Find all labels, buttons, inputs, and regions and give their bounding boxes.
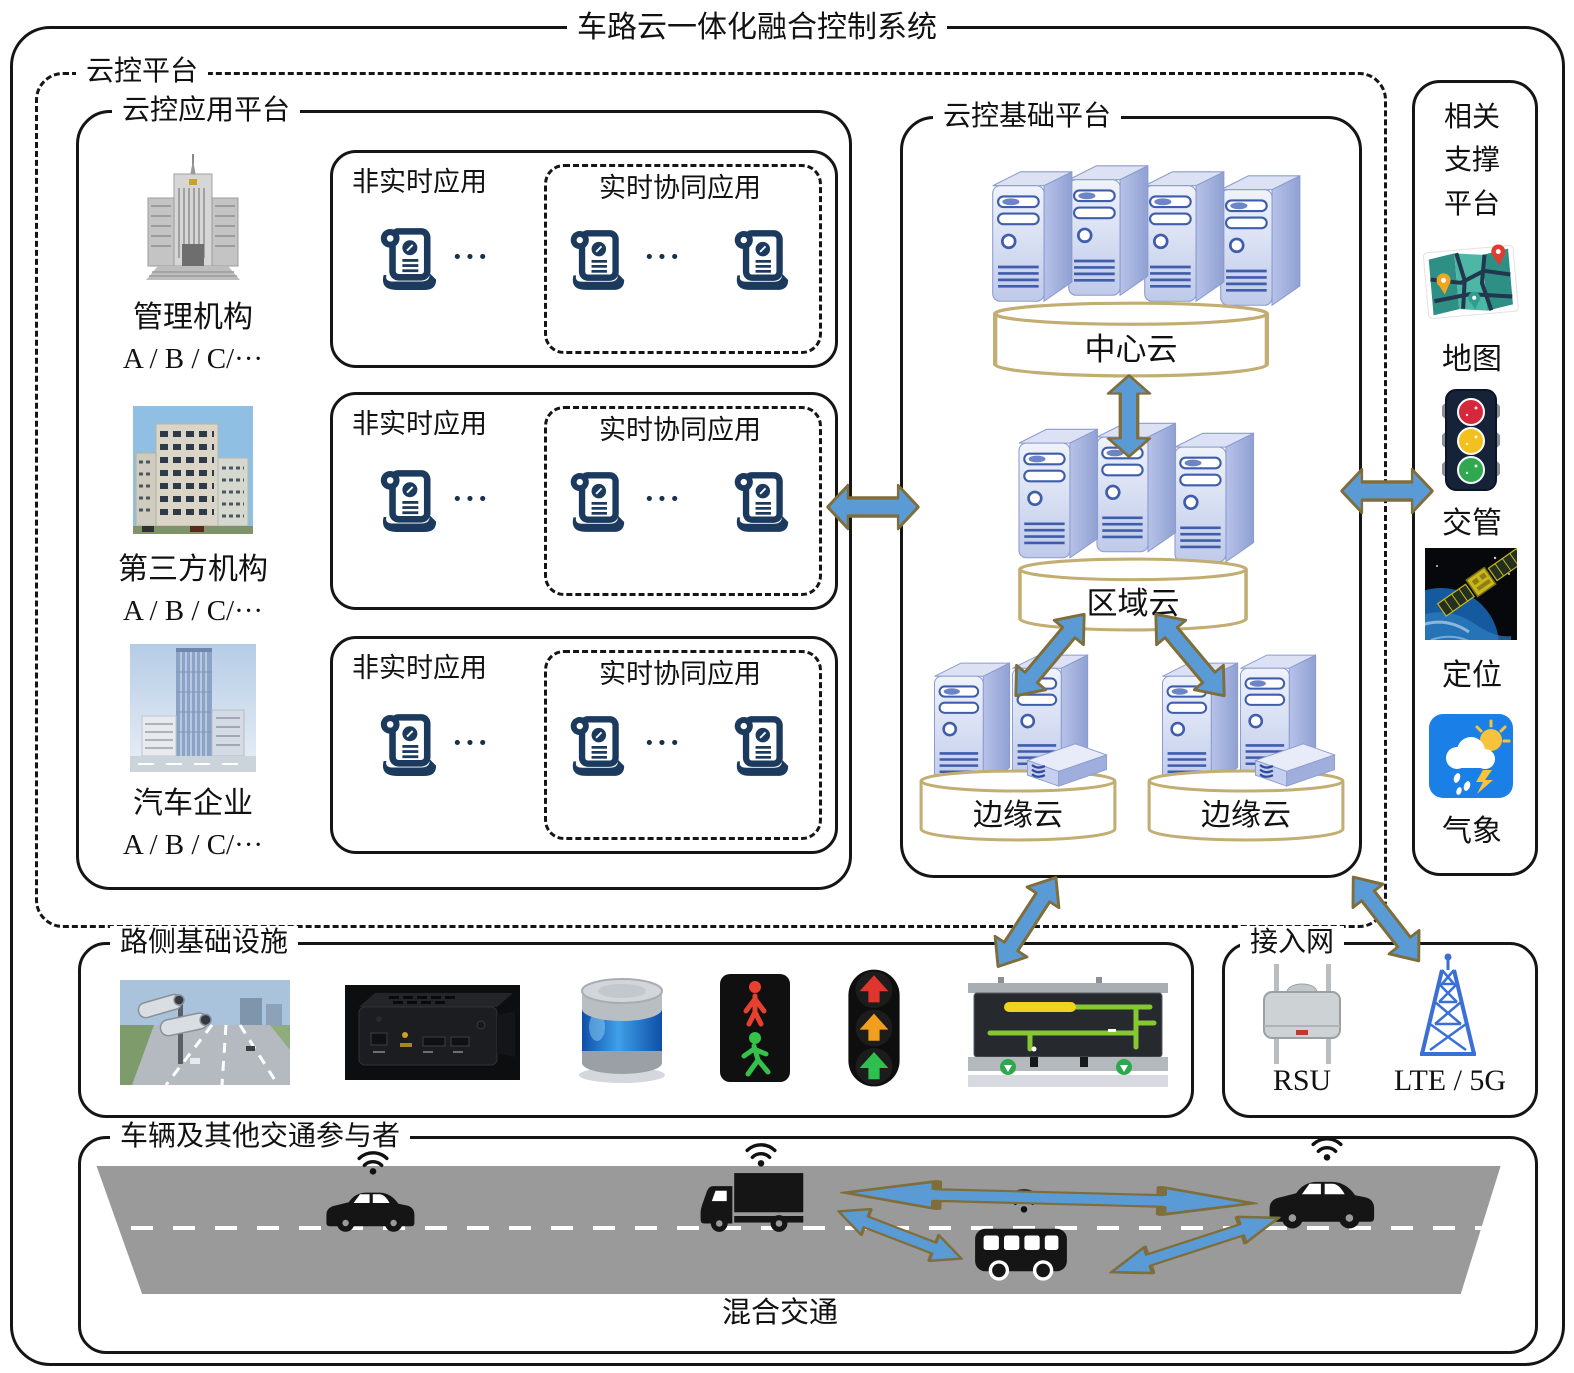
app-scroll-icon — [568, 470, 626, 534]
wifi-icon — [1311, 1137, 1343, 1162]
org-name: 第三方机构 — [118, 553, 268, 586]
realtime-group-box — [544, 164, 822, 354]
base-support-arrow — [1340, 466, 1434, 516]
thirdparty-building-photo — [133, 406, 253, 534]
weather-icon — [1429, 714, 1513, 798]
positioning-label: 定位 — [1442, 659, 1502, 692]
org-suffix: A / B / C/··· — [122, 343, 264, 375]
auto-enterprise-building-photo — [130, 644, 256, 772]
ellipsis: ··· — [644, 238, 683, 274]
roadside-label: 路侧基础设施 — [110, 926, 299, 960]
ellipsis: ··· — [644, 724, 683, 760]
traffic-mgmt-label: 交管 — [1442, 507, 1502, 540]
wifi-icon — [357, 1151, 389, 1176]
org-suffix: A / B / C/··· — [122, 829, 264, 861]
realtime-group-box — [544, 650, 822, 840]
app-scroll-icon — [732, 228, 790, 292]
server-cluster-icon — [991, 164, 1302, 307]
satellite-icon — [1425, 548, 1517, 640]
vehicles-label: 车辆及其他交通参与者 — [110, 1120, 411, 1154]
app-scroll-icon — [732, 470, 790, 534]
roadside-camera-photo — [120, 980, 290, 1085]
ellipsis: ··· — [452, 724, 491, 760]
ellipsis: ··· — [452, 480, 491, 516]
realtime-label: 实时协同应用 — [599, 659, 761, 689]
center-cloud-cylinder — [993, 301, 1269, 378]
non-realtime-label: 非实时应用 — [352, 653, 487, 683]
guidance-board-icon — [968, 977, 1168, 1087]
org-suffix: A / B / C/··· — [122, 595, 264, 627]
arrow-signal-icon — [848, 969, 900, 1087]
government-building-photo — [118, 146, 268, 296]
cell-tower-icon — [1420, 953, 1476, 1056]
edge-compute-device-photo — [345, 985, 520, 1080]
non-realtime-label: 非实时应用 — [352, 167, 487, 197]
realtime-label: 实时协同应用 — [599, 173, 761, 203]
edge-router-icon — [1026, 742, 1108, 788]
org-name: 汽车企业 — [133, 787, 253, 820]
realtime-group-box — [544, 406, 822, 596]
traffic-light-icon — [1442, 389, 1500, 491]
page-title: 车路云一体化融合控制系统 — [567, 10, 947, 46]
app-base-arrow — [826, 482, 920, 532]
ellipsis: ··· — [644, 480, 683, 516]
rsu-icon — [1263, 964, 1341, 1064]
edge-cloud-label: 边缘云 — [1201, 799, 1291, 832]
center-cloud-label: 中心云 — [1084, 332, 1178, 367]
app-scroll-icon — [732, 714, 790, 778]
app-scroll-icon — [378, 226, 438, 292]
rsu-label: RSU — [1272, 1064, 1332, 1097]
truck-icon — [700, 1173, 804, 1232]
app-scroll-icon — [378, 712, 438, 778]
bus-icon — [975, 1228, 1067, 1281]
app-platform-label: 云控应用平台 — [112, 94, 301, 128]
realtime-label: 实时协同应用 — [599, 415, 761, 445]
org-name: 管理机构 — [133, 301, 253, 334]
pedestrian-signal-icon — [720, 974, 790, 1082]
weather-label: 气象 — [1442, 815, 1502, 848]
lane-divider — [130, 1226, 1484, 1230]
app-scroll-icon — [378, 468, 438, 534]
car-icon — [326, 1192, 415, 1232]
support-platform-label: 相关 支撑 平台 — [1443, 102, 1500, 220]
lidar-photo — [579, 978, 665, 1083]
app-scroll-icon — [568, 714, 626, 778]
mixed-traffic-label: 混合交通 — [721, 1297, 838, 1329]
map-icon — [1422, 244, 1519, 319]
map-label: 地图 — [1442, 343, 1502, 376]
edge-cloud-label: 边缘云 — [973, 799, 1063, 832]
non-realtime-label: 非实时应用 — [352, 409, 487, 439]
center-region-arrow — [1105, 374, 1153, 458]
wifi-icon — [745, 1143, 777, 1168]
app-scroll-icon — [568, 228, 626, 292]
edge-router-icon — [1254, 742, 1336, 788]
cloud-platform-label: 云控平台 — [76, 55, 209, 89]
base-platform-label: 云控基础平台 — [933, 100, 1122, 134]
lte-5g-label: LTE / 5G — [1393, 1064, 1507, 1097]
ellipsis: ··· — [452, 238, 491, 274]
access-network-label: 接入网 — [1240, 926, 1345, 960]
